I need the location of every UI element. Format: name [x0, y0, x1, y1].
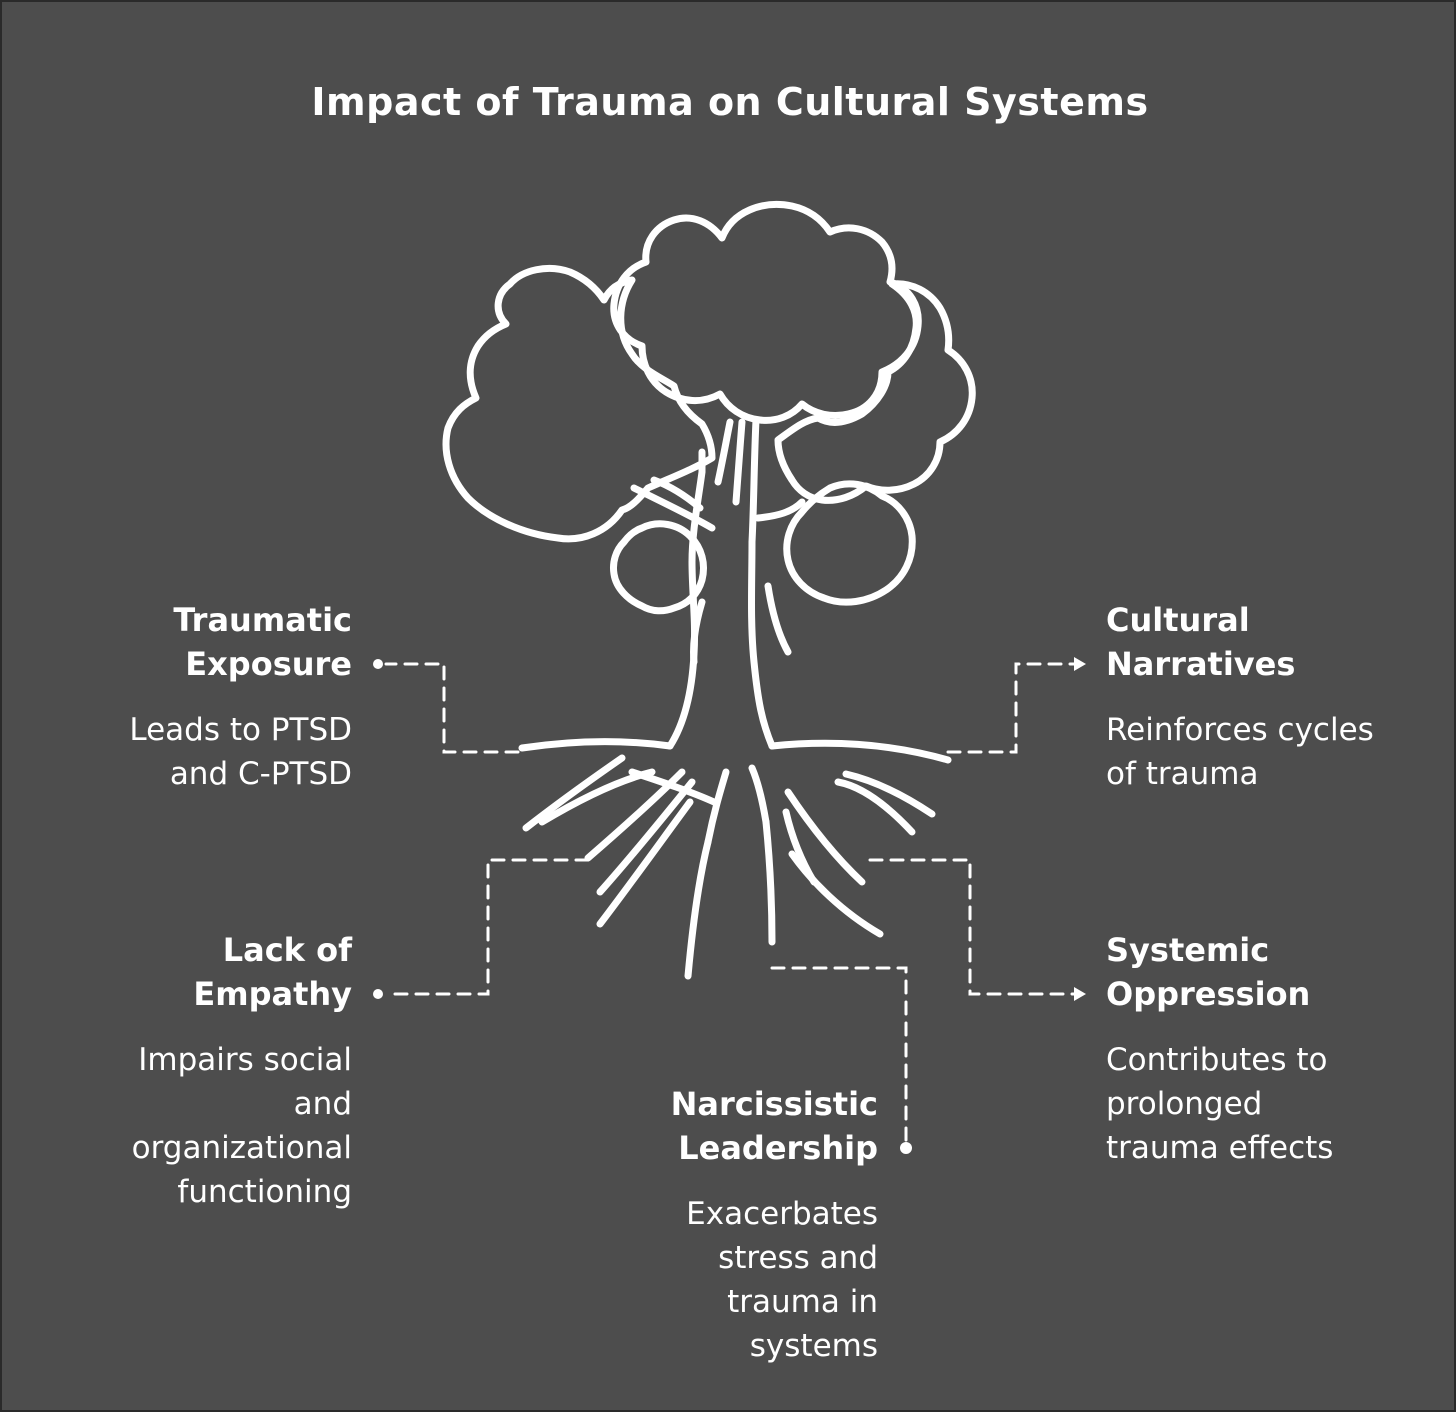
node-label: Lack of Empathy	[193, 931, 352, 1013]
connector-traumatic-exposure	[384, 662, 520, 754]
diagram-title: Impact of Trauma on Cultural Systems	[311, 80, 1149, 124]
node-description: Exacerbates stress and trauma in systems	[686, 1196, 878, 1364]
node-lack-of-empathy: Lack of Empathy Impairs social and organ…	[62, 928, 352, 1214]
dot-lack-of-empathy	[373, 989, 383, 999]
node-label: Cultural Narratives	[1106, 601, 1296, 683]
node-label: Traumatic Exposure	[173, 601, 352, 683]
node-narcissistic-leadership: Narcissistic Leadership Exacerbates stre…	[588, 1082, 878, 1368]
node-label: Narcissistic Leadership	[670, 1085, 878, 1167]
node-description: Leads to PTSD and C-PTSD	[129, 712, 352, 792]
dot-narcissistic-leadership	[900, 1142, 912, 1154]
node-label: Systemic Oppression	[1106, 931, 1311, 1013]
connector-lack-of-empathy	[384, 858, 590, 996]
arrow-cultural-narratives	[1074, 657, 1086, 671]
tree-with-roots-icon	[442, 201, 976, 980]
node-cultural-narratives: Cultural Narratives Reinforces cycles of…	[1106, 598, 1436, 796]
dot-traumatic-exposure	[373, 659, 383, 669]
connector-systemic-oppression	[868, 858, 1078, 996]
connector-narcissistic-leadership	[770, 966, 908, 1144]
node-systemic-oppression: Systemic Oppression Contributes to prolo…	[1106, 928, 1436, 1170]
node-description: Reinforces cycles of trauma	[1106, 712, 1374, 792]
node-description: Impairs social and organizational functi…	[131, 1042, 352, 1210]
node-description: Contributes to prolonged trauma effects	[1106, 1042, 1334, 1166]
node-traumatic-exposure: Traumatic Exposure Leads to PTSD and C-P…	[62, 598, 352, 796]
arrow-systemic-oppression	[1074, 987, 1086, 1001]
connector-cultural-narratives	[946, 662, 1078, 754]
